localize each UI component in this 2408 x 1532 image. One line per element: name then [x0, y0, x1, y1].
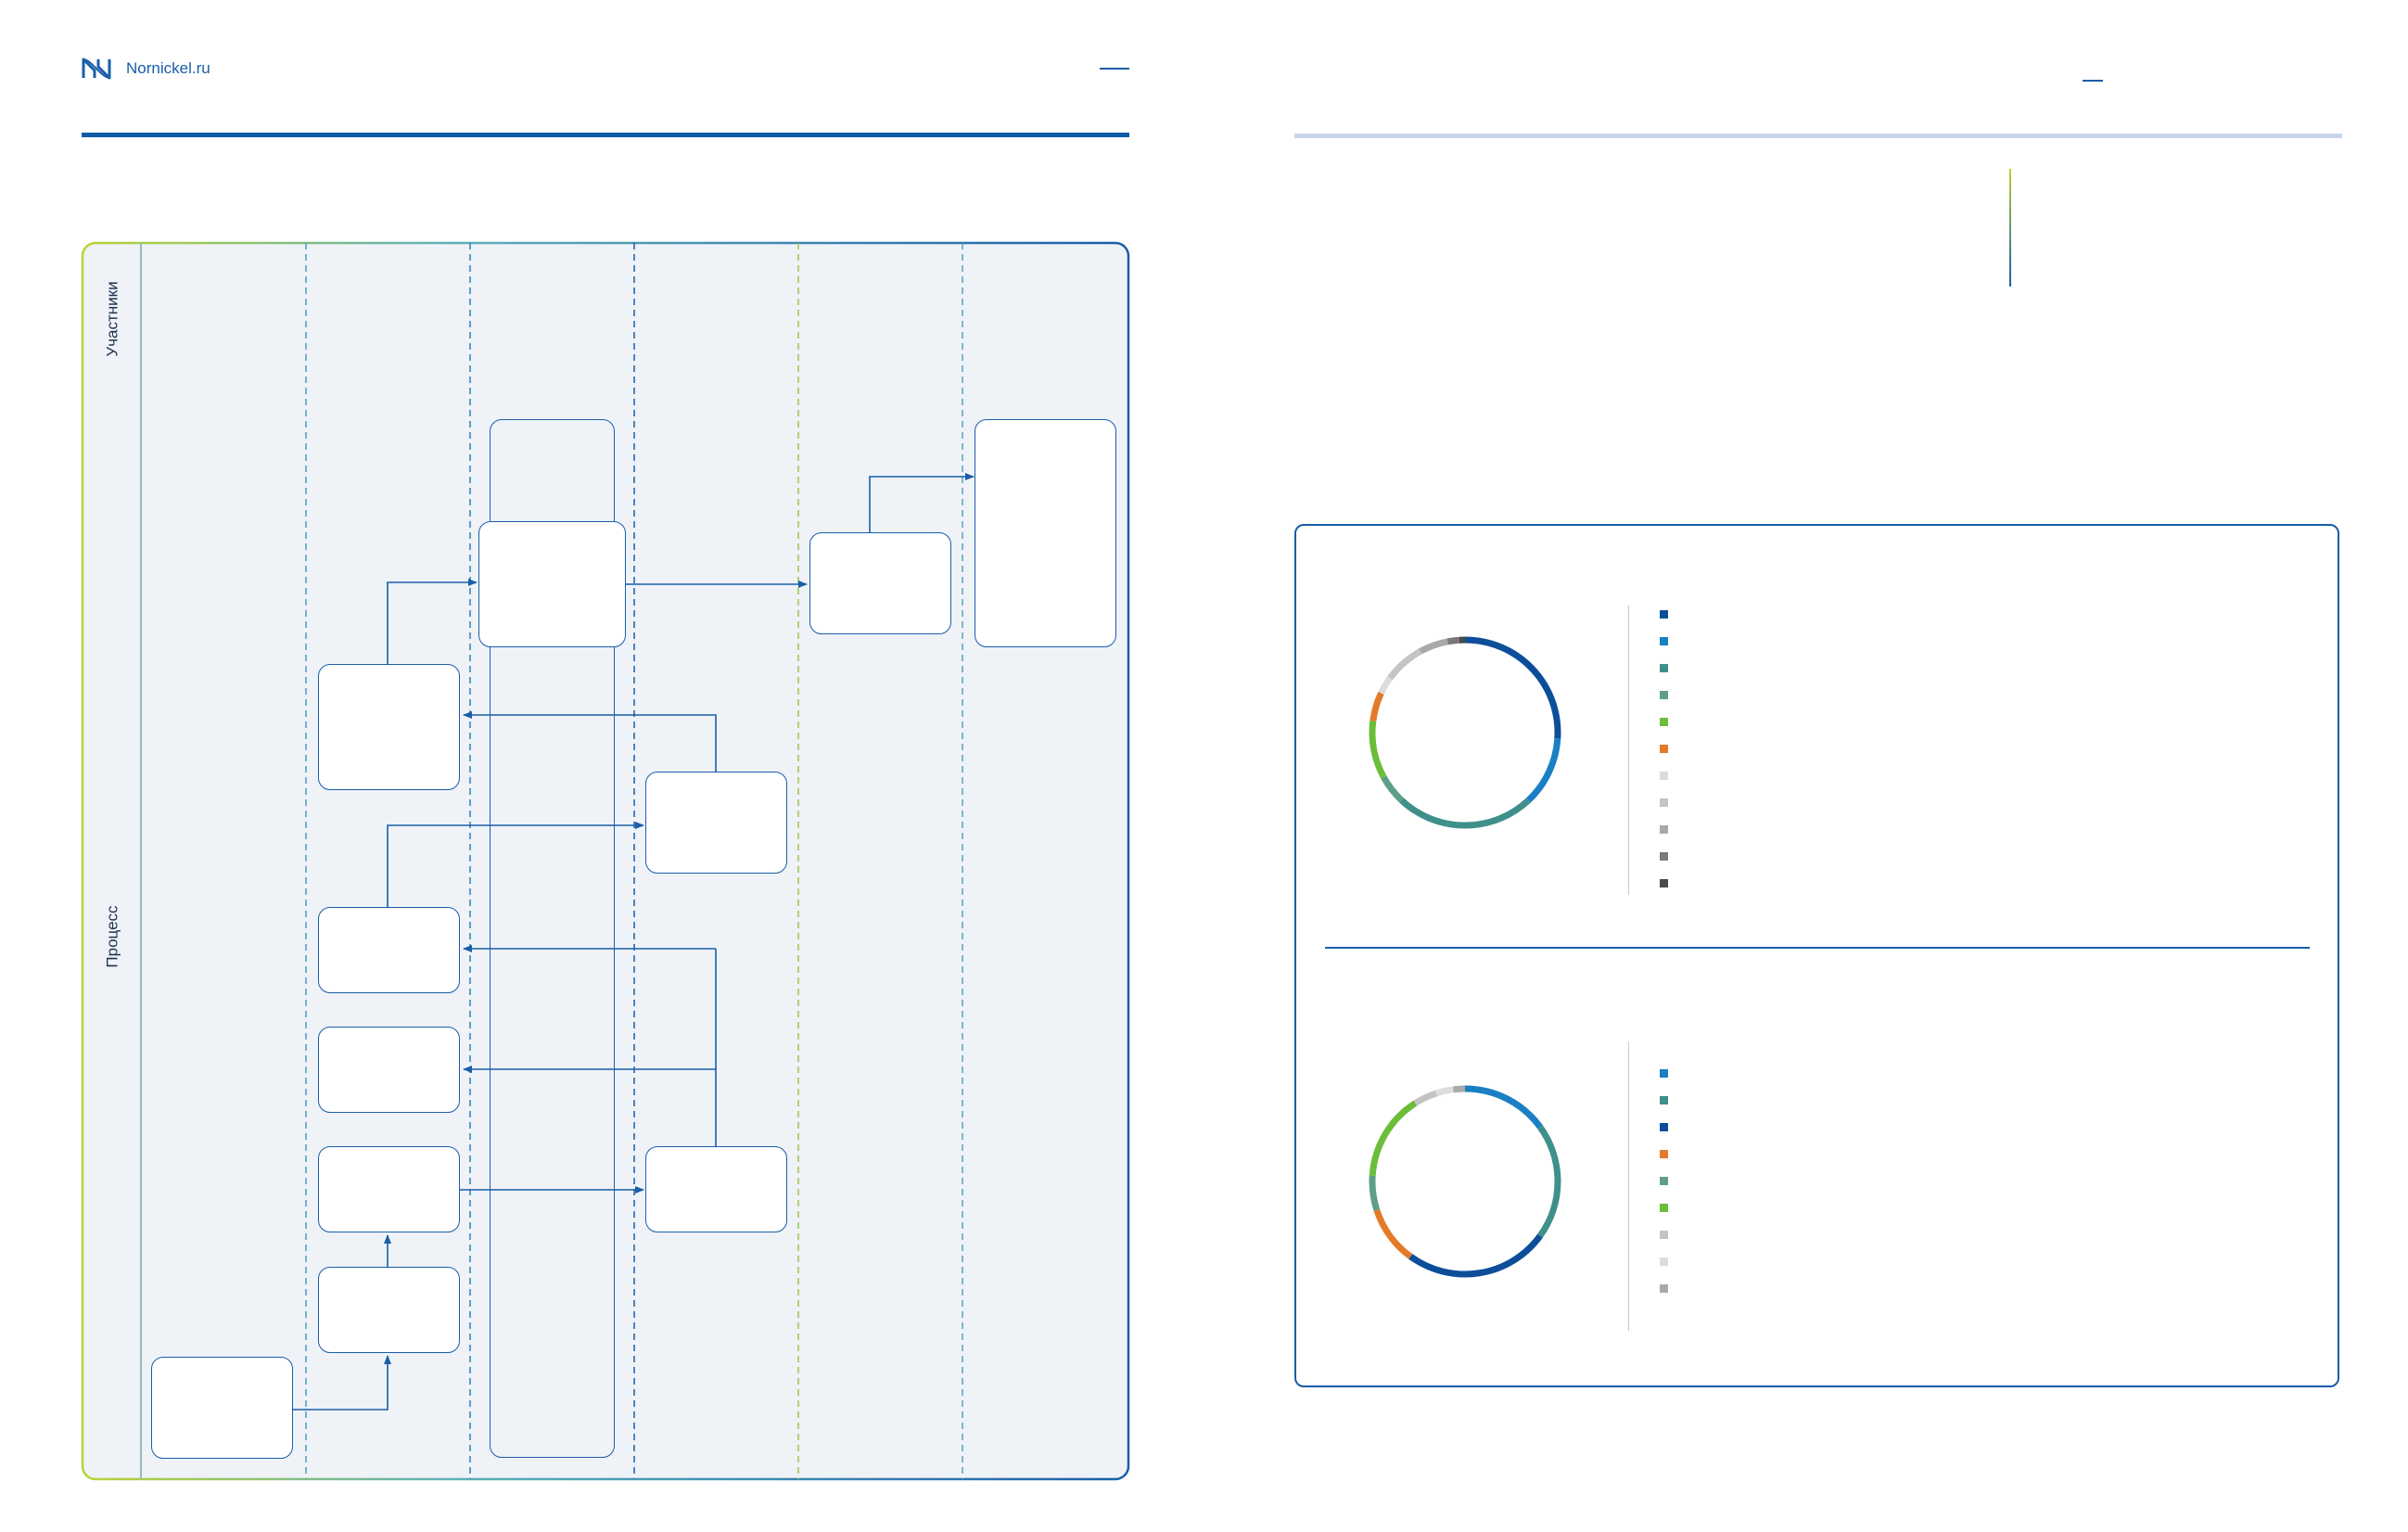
legend-2-marker-1	[1660, 1069, 1668, 1078]
legend-2-marker-6	[1660, 1204, 1668, 1212]
connector-step5-to-decision	[387, 579, 478, 664]
process-box-step2[interactable]	[318, 1146, 460, 1232]
donut-2-segment-8	[1435, 1086, 1454, 1097]
charts-panel	[1294, 524, 2339, 1387]
process-box-step1[interactable]	[318, 1267, 460, 1353]
donut-1-segment-3	[1399, 798, 1531, 829]
donut-1-segment-5	[1369, 721, 1387, 779]
legend-2-marker-8	[1660, 1258, 1668, 1266]
donut-2-segment-5	[1369, 1175, 1381, 1211]
process-box-final[interactable]	[975, 419, 1116, 647]
donut-2-segment-1	[1464, 1085, 1543, 1130]
connector-result-to-final	[869, 473, 975, 532]
donut-2-segment-7	[1413, 1090, 1438, 1106]
header-rule-right	[1294, 134, 2342, 138]
legend-1-marker-9	[1660, 825, 1668, 834]
chart-1-legend-divider	[1628, 606, 1629, 895]
donut-2-segment-4	[1373, 1208, 1413, 1259]
donut-2-segment-3	[1408, 1233, 1543, 1278]
donut-1-segment-9	[1419, 638, 1449, 655]
legend-1-marker-8	[1660, 798, 1668, 807]
legend-2-marker-3	[1660, 1123, 1668, 1131]
connector-step4-to-approval	[387, 822, 644, 907]
legend-1-marker-10	[1660, 852, 1668, 861]
donut-2-segment-2	[1537, 1125, 1561, 1238]
donut-chart-2	[1369, 1085, 1561, 1278]
lane-label-process: Процесс	[104, 905, 122, 968]
donut-1-segment-8	[1387, 648, 1422, 681]
donut-1-segment-2	[1526, 738, 1561, 803]
legend-1-marker-2	[1660, 637, 1668, 645]
legend-1-marker-11	[1660, 879, 1668, 887]
donut-2-segment-9	[1453, 1085, 1466, 1093]
donut-1-segment-7	[1378, 676, 1393, 695]
connector-start-to-step1	[293, 1355, 391, 1411]
header-rule-left	[82, 133, 1129, 137]
legend-1-marker-3	[1660, 664, 1668, 672]
process-box-approval[interactable]	[645, 772, 787, 874]
site-link[interactable]: Nornickel.ru	[126, 59, 210, 77]
process-box-result[interactable]	[809, 532, 951, 634]
connector-approval-to-step5	[463, 711, 717, 772]
page-marker-dash	[1100, 68, 1129, 70]
charts-separator	[1325, 947, 2310, 949]
flow-connectors	[293, 473, 975, 1411]
nornickel-logo-icon[interactable]	[80, 56, 113, 82]
donut-1-segment-10	[1446, 636, 1459, 645]
process-box-step5[interactable]	[318, 664, 460, 790]
donut-chart-1	[1369, 636, 1561, 829]
chart-2-legend	[1660, 1069, 1678, 1329]
process-box-step4[interactable]	[318, 907, 460, 993]
chart-2-legend-divider	[1628, 1041, 1629, 1331]
legend-2-marker-4	[1660, 1150, 1668, 1158]
page-marker-dash-right	[2083, 80, 2103, 82]
legend-1-marker-6	[1660, 745, 1668, 753]
donut-2-segment-6	[1369, 1100, 1418, 1176]
donut-1-segment-4	[1381, 775, 1405, 803]
legend-1-marker-1	[1660, 610, 1668, 619]
legend-2-marker-2	[1660, 1096, 1668, 1104]
process-box-tall-column[interactable]	[490, 419, 615, 1458]
legend-2-marker-5	[1660, 1177, 1668, 1185]
donut-1-segment-6	[1370, 691, 1384, 722]
lane-label-participants: Участники	[104, 281, 121, 357]
legend-1-marker-5	[1660, 718, 1668, 726]
process-box-decision[interactable]	[478, 521, 626, 647]
chart-1-legend	[1660, 610, 1678, 907]
donut-1-segment-1	[1464, 636, 1561, 739]
process-box-review[interactable]	[645, 1146, 787, 1232]
legend-2-marker-7	[1660, 1231, 1668, 1239]
legend-2-marker-9	[1660, 1284, 1668, 1293]
process-box-start[interactable]	[151, 1357, 293, 1459]
legend-1-marker-7	[1660, 772, 1668, 780]
process-box-step3[interactable]	[318, 1027, 460, 1113]
legend-1-marker-4	[1660, 691, 1668, 699]
accent-vertical-line	[2009, 169, 2011, 287]
